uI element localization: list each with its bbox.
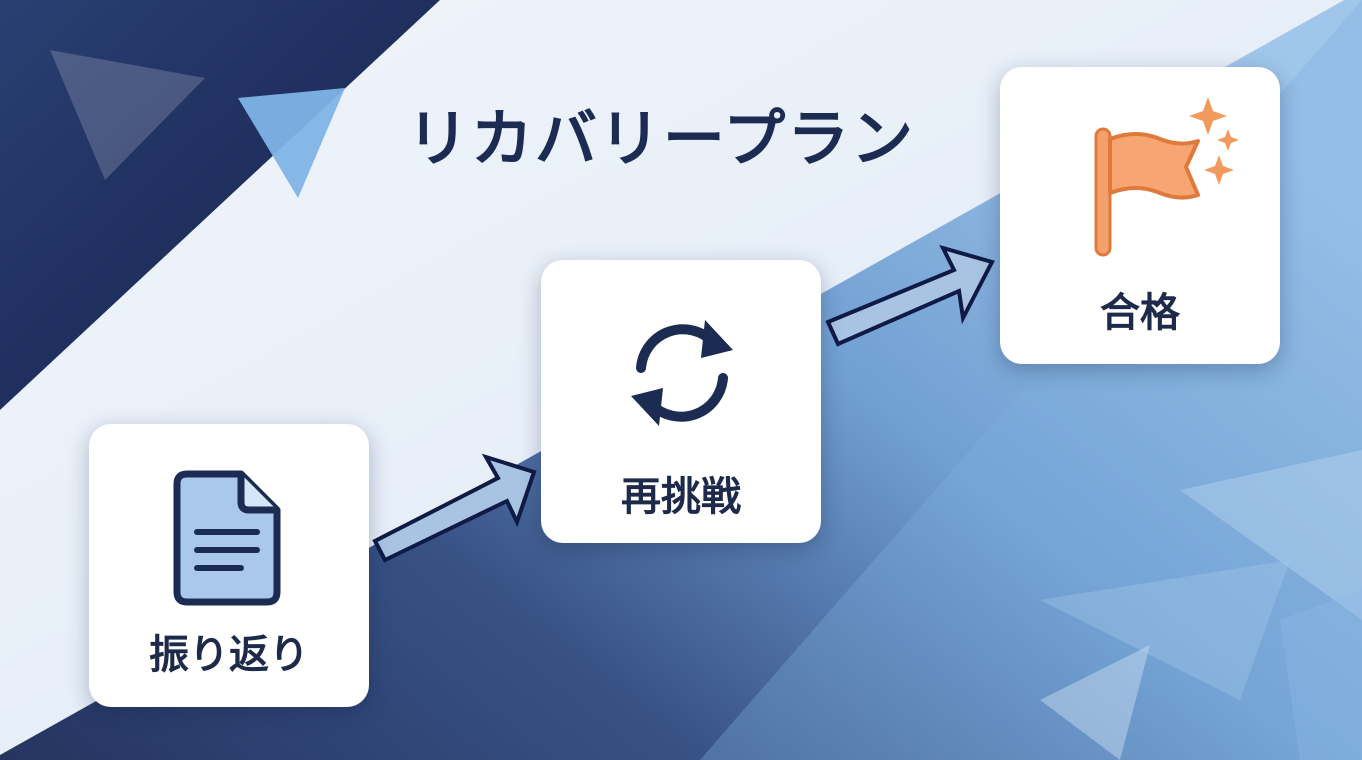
step-card-retry: 再挑戦 [541,260,821,543]
flag-icon [1088,95,1258,269]
step-label-review: 振り返り [149,632,309,678]
refresh-icon [621,312,743,438]
document-icon [173,468,285,612]
step-card-pass: 合格 [1000,67,1280,364]
step-card-review: 振り返り [89,424,369,707]
step-label-pass: 合格 [1100,290,1180,336]
step-label-retry: 再挑戦 [621,474,741,520]
page-title: リカバリープラン [406,102,916,175]
